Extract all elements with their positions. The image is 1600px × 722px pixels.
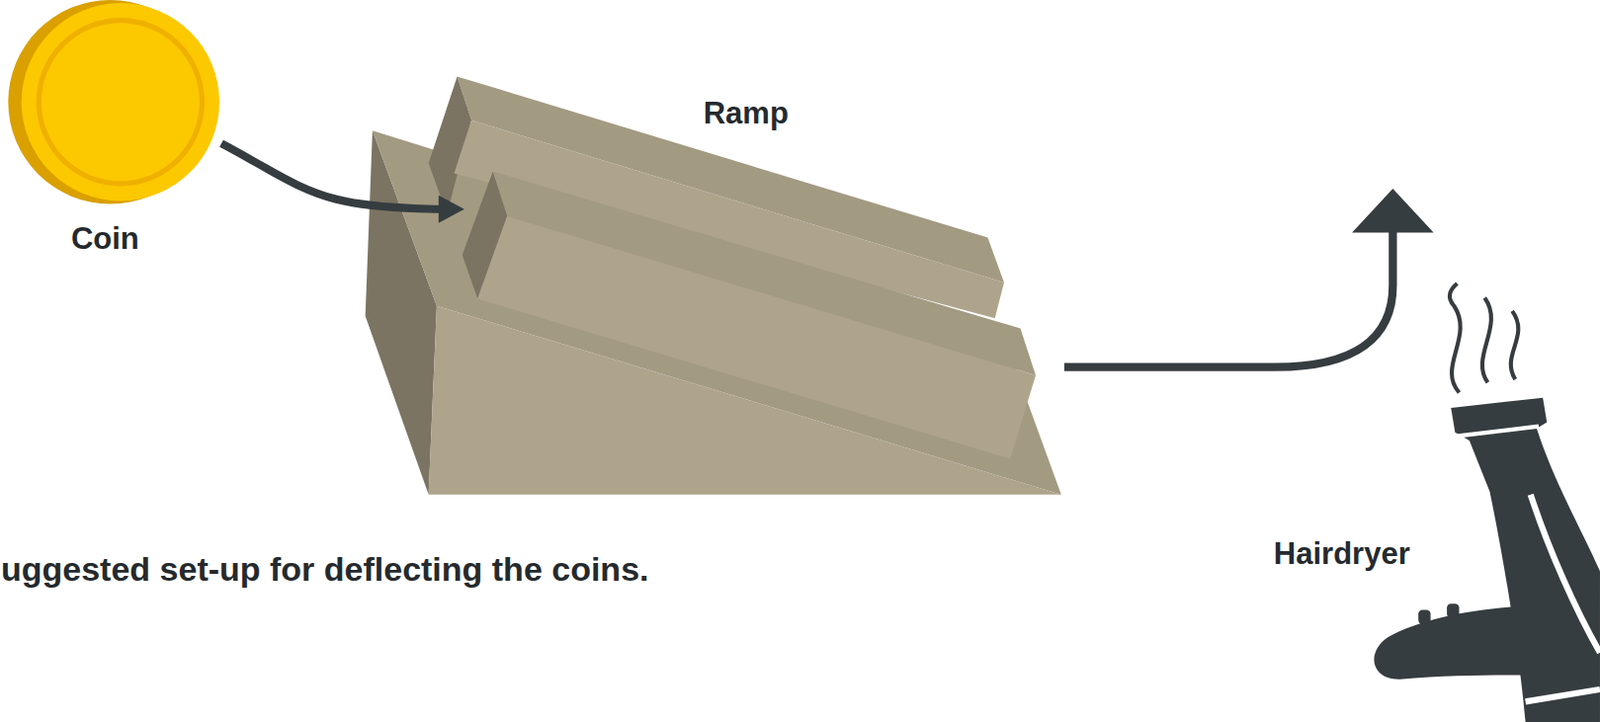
ramp-label: Ramp [703,96,789,131]
hairdryer-label: Hairdryer [1273,537,1411,572]
coin-node: Coin [9,1,222,204]
deflection-arrow [1064,188,1434,368]
coin-picture [7,0,220,204]
hairdryer-node: Hairdryer [1367,393,1600,722]
curved-arrow [221,143,465,224]
caption: uggested set-up for deflecting the coins… [0,551,650,589]
ramp-node: Ramp [464,153,1036,388]
ramp-picture [365,76,1062,495]
arrow-head [438,195,465,224]
coin-label: Coin [71,222,140,256]
hairdryer-picture [1373,283,1600,722]
arrow-line [221,143,445,210]
